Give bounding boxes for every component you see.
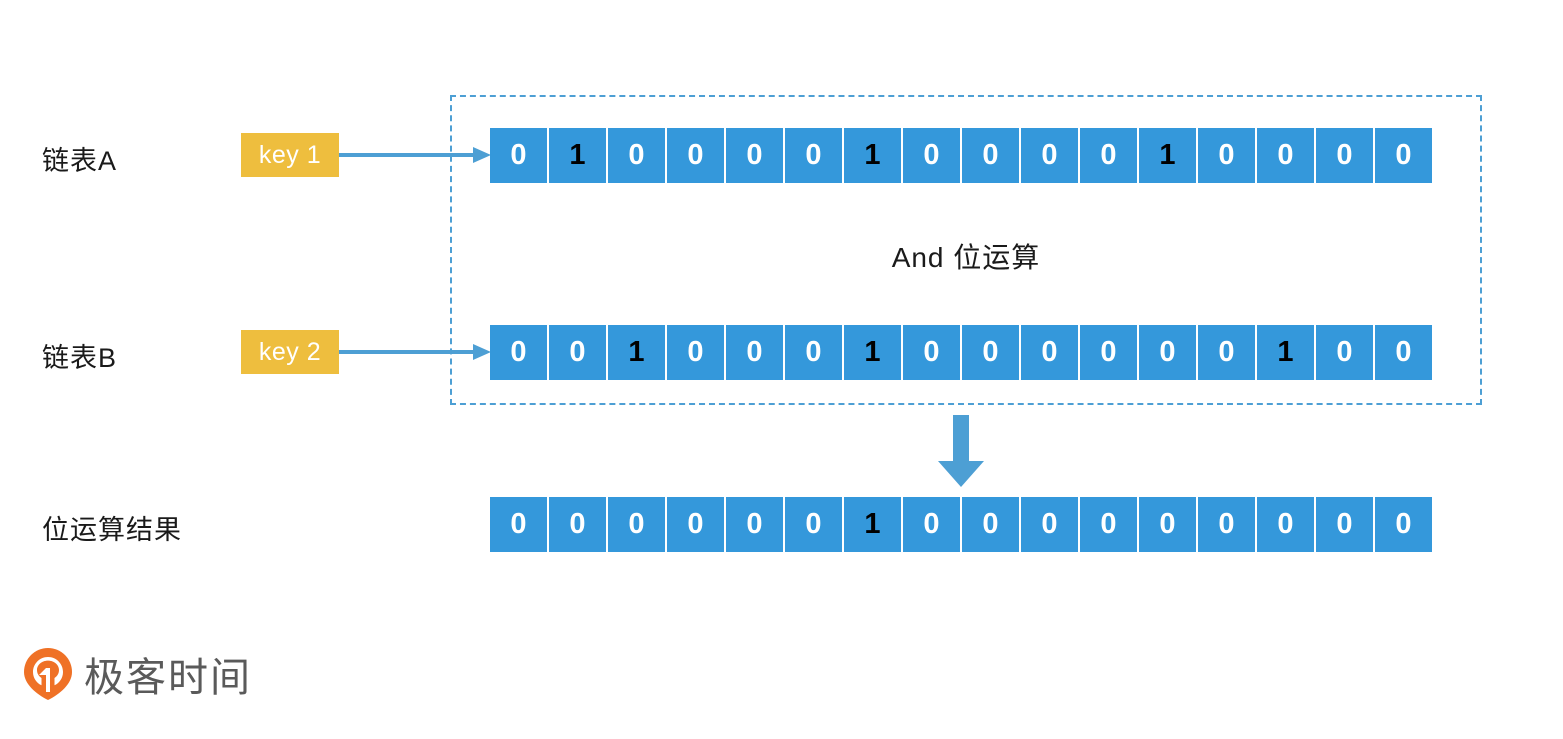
bit-cell-result-14: 0 [1316,497,1373,552]
key-badge-1-label: key 1 [258,140,322,169]
geektime-pin-icon [24,648,72,700]
bit-cell-result-1: 0 [549,497,606,552]
bit-cell-a-1: 1 [549,128,606,183]
bit-cell-result-11: 0 [1139,497,1196,552]
connector-arrow-a [339,147,491,163]
bit-cell-b-5: 0 [785,325,842,380]
row-label-result: 位运算结果 [42,515,182,545]
bit-cell-b-3: 0 [667,325,724,380]
key-badge-2-label: key 2 [258,337,322,366]
bit-cell-a-3: 0 [667,128,724,183]
bit-cell-result-9: 0 [1021,497,1078,552]
bit-cell-b-10: 0 [1080,325,1137,380]
bit-cell-a-12: 0 [1198,128,1255,183]
bit-cell-b-0: 0 [490,325,547,380]
bit-cell-result-0: 0 [490,497,547,552]
bit-cell-a-11: 1 [1139,128,1196,183]
bit-cell-result-8: 0 [962,497,1019,552]
bit-cell-b-7: 0 [903,325,960,380]
bit-cell-result-15: 0 [1375,497,1432,552]
bit-cell-a-8: 0 [962,128,1019,183]
bit-cell-a-6: 1 [844,128,901,183]
row-label-a: 链表A [42,146,118,176]
bit-cell-b-12: 0 [1198,325,1255,380]
row-label-b: 链表B [42,343,118,373]
bit-cell-b-13: 1 [1257,325,1314,380]
bit-cell-b-14: 0 [1316,325,1373,380]
bit-cell-b-2: 1 [608,325,665,380]
bit-cell-a-7: 0 [903,128,960,183]
bit-cell-a-10: 0 [1080,128,1137,183]
and-operation-group-box [450,95,1482,405]
watermark-text: 极客时间 [84,656,252,700]
bit-cell-b-1: 0 [549,325,606,380]
bit-cell-result-2: 0 [608,497,665,552]
bit-cell-result-7: 0 [903,497,960,552]
bit-cell-b-11: 0 [1139,325,1196,380]
bit-cell-b-4: 0 [726,325,783,380]
watermark: 极客时间 [24,645,252,703]
operation-caption: And 位运算 [891,242,1041,273]
bit-cell-result-6: 1 [844,497,901,552]
bit-cell-result-3: 0 [667,497,724,552]
bit-cell-result-5: 0 [785,497,842,552]
bit-cell-b-8: 0 [962,325,1019,380]
bit-cell-a-2: 0 [608,128,665,183]
bit-cell-a-4: 0 [726,128,783,183]
bit-cell-b-9: 0 [1021,325,1078,380]
bit-cell-a-9: 0 [1021,128,1078,183]
down-arrow-icon [938,415,984,487]
bit-cell-a-0: 0 [490,128,547,183]
bit-cell-result-10: 0 [1080,497,1137,552]
bit-cell-a-14: 0 [1316,128,1373,183]
bit-cell-a-5: 0 [785,128,842,183]
bit-cell-a-13: 0 [1257,128,1314,183]
bit-cell-a-15: 0 [1375,128,1432,183]
bit-cell-b-15: 0 [1375,325,1432,380]
bit-cell-result-12: 0 [1198,497,1255,552]
bit-cell-result-13: 0 [1257,497,1314,552]
key-badge-2[interactable]: key 2 [241,330,339,374]
bit-cell-result-4: 0 [726,497,783,552]
connector-arrow-b [339,344,491,360]
key-badge-1[interactable]: key 1 [241,133,339,177]
bit-cell-b-6: 1 [844,325,901,380]
